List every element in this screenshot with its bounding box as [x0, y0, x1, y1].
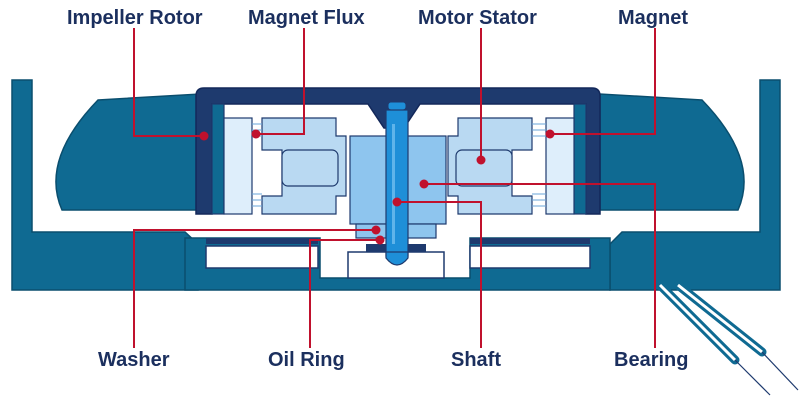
- leader-lines: [133, 28, 656, 348]
- label-magnet-flux: Magnet Flux: [248, 7, 365, 29]
- leader-shaft: [397, 201, 482, 348]
- motor-cable: [655, 280, 799, 396]
- stator-cores: [261, 117, 533, 215]
- leader-oil-ring: [309, 239, 380, 348]
- leader-washer: [133, 229, 376, 348]
- label-magnet: Magnet: [618, 7, 688, 29]
- label-motor-stator: Motor Stator: [418, 7, 537, 29]
- label-oil-ring: Oil Ring: [268, 349, 345, 371]
- leader-bearing: [424, 183, 656, 348]
- label-impeller-rotor: Impeller Rotor: [67, 7, 203, 29]
- shaft: [385, 101, 409, 266]
- hub-inner-walls: [211, 103, 587, 215]
- label-shaft: Shaft: [451, 349, 501, 371]
- impeller-blades: [55, 93, 745, 211]
- label-washer: Washer: [98, 349, 170, 371]
- leader-impeller-rotor: [133, 28, 204, 137]
- leader-magnet-flux: [256, 28, 305, 135]
- leader-magnet: [550, 28, 656, 135]
- flux-arrows: [252, 123, 546, 207]
- leader-dots: [199, 129, 555, 245]
- label-bearing: Bearing: [614, 349, 689, 371]
